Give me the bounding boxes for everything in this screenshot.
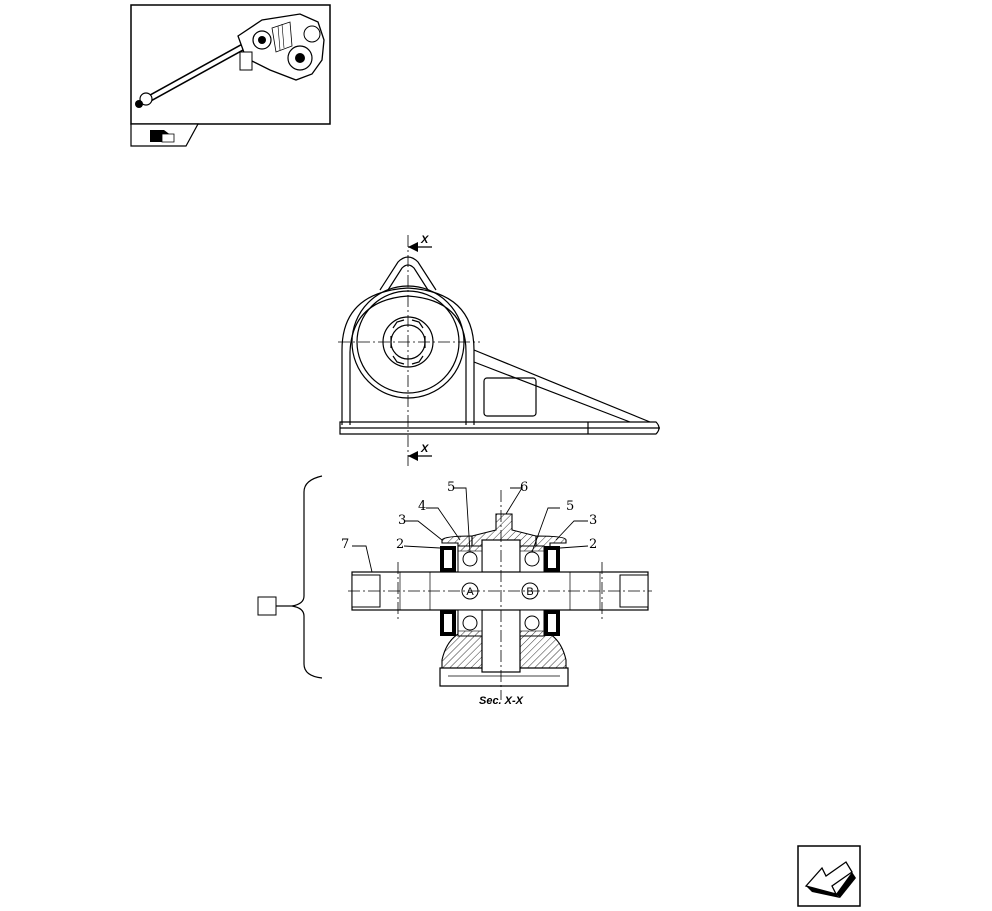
- cut-mark-label-bottom: X: [420, 443, 429, 455]
- callout-4: 4: [418, 499, 426, 514]
- callout-3-right: 3: [589, 513, 597, 528]
- callout-2-right: 2: [589, 537, 597, 552]
- callout-2-left: 2: [396, 537, 404, 552]
- reference-box: [257, 596, 277, 616]
- next-page-arrow-icon[interactable]: [797, 845, 861, 907]
- section-cut-mark-top: X: [408, 234, 432, 252]
- callout-3-left: 3: [398, 513, 406, 528]
- bearing-label-b: B: [526, 586, 533, 598]
- section-label: Sec. X-X: [479, 695, 524, 707]
- repair-reference-icon[interactable]: [130, 123, 200, 147]
- callout-5-right: 5: [566, 499, 574, 514]
- bearing-label-a: A: [466, 586, 474, 598]
- cut-mark-label-top: X: [420, 234, 429, 246]
- assembly-thumbnail[interactable]: [130, 4, 331, 125]
- section-centerlines: [348, 490, 652, 700]
- callout-leaders: [352, 487, 589, 573]
- section-cut-mark-bottom: X: [408, 443, 432, 461]
- bracket-front-view: [339, 256, 660, 435]
- assembly-brace: [276, 475, 323, 679]
- front-view-centerlines: [338, 235, 480, 466]
- callout-6: 6: [520, 480, 528, 495]
- callout-7: 7: [341, 537, 349, 552]
- callout-5-left: 5: [447, 480, 455, 495]
